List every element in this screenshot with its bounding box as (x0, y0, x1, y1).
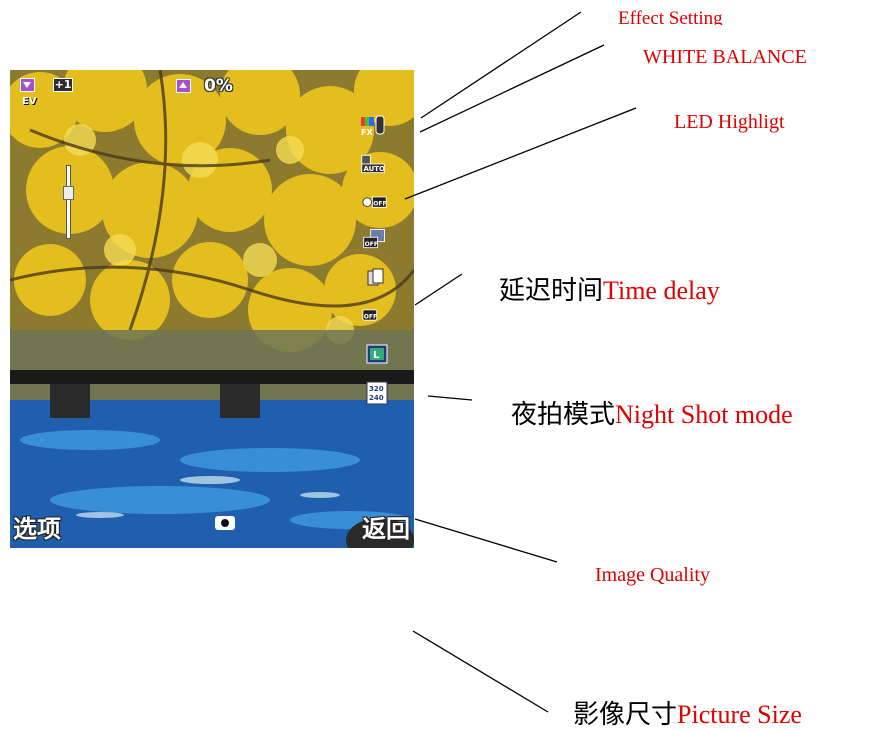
zoom-increase-button[interactable] (176, 79, 191, 93)
svg-text:240: 240 (369, 394, 384, 402)
burst-icon[interactable] (364, 267, 390, 289)
svg-text:OFF: OFF (373, 201, 386, 208)
led-highlight-icon[interactable]: OFF (362, 192, 388, 214)
annotation-picture-size-en: Picture Size (677, 700, 802, 729)
svg-text:FX: FX (361, 128, 373, 137)
annotation-time-delay-en: Time delay (603, 276, 720, 305)
ev-decrease-button[interactable] (20, 78, 35, 92)
effect-setting-icon[interactable]: FX (360, 115, 386, 137)
river-water-image (10, 400, 414, 548)
annotation-picture-size-cn: 影像尺寸 (573, 700, 678, 729)
annotation-time-delay: 延迟时间Time delay (499, 270, 720, 307)
camera-shutter-icon[interactable] (215, 516, 235, 530)
ev-slider-track[interactable] (67, 166, 70, 238)
softkey-back[interactable]: 返回 (362, 515, 410, 543)
ev-label: EV (22, 96, 37, 107)
time-delay-icon[interactable]: OFF (362, 228, 388, 250)
callout-line-led (404, 107, 637, 200)
annotation-picture-size: 影像尺寸Picture Size (573, 694, 802, 731)
svg-text:L: L (373, 350, 380, 361)
annotation-image-quality: Image Quality (595, 564, 710, 586)
ev-value-badge: +1 (53, 78, 73, 92)
annotation-night-shot-en: Night Shot mode (615, 400, 793, 429)
zoom-percent: 0% (204, 76, 233, 96)
white-balance-icon[interactable]: AUTO (360, 153, 386, 175)
callout-line-picture-size (412, 630, 549, 713)
callout-line-night-shot (427, 395, 473, 401)
annotation-night-shot-cn: 夜拍模式 (511, 400, 616, 429)
svg-text:320: 320 (369, 385, 384, 393)
annotation-white-balance: WHITE BALANCE (643, 46, 807, 68)
night-shot-icon[interactable]: OFF (362, 304, 388, 326)
annotation-effect-setting: Effect Setting (618, 8, 723, 25)
svg-text:OFF: OFF (364, 313, 377, 320)
svg-text:AUTO: AUTO (363, 165, 384, 173)
ev-slider-knob[interactable] (63, 186, 74, 200)
callout-line-effect (420, 11, 582, 119)
callout-line-image-quality (414, 518, 558, 563)
callout-line-white-balance (419, 44, 605, 133)
annotation-night-shot: 夜拍模式Night Shot mode (511, 394, 793, 431)
callout-line-time-delay (414, 273, 463, 306)
annotation-led-highlight: LED Highligt (674, 111, 785, 133)
image-quality-icon[interactable]: L (364, 343, 390, 365)
annotation-time-delay-cn: 延迟时间 (499, 276, 604, 305)
svg-text:OFF: OFF (365, 241, 378, 248)
bridge-image (10, 370, 414, 418)
autumn-foliage-image (10, 70, 414, 400)
softkey-options[interactable]: 选项 (13, 515, 61, 543)
